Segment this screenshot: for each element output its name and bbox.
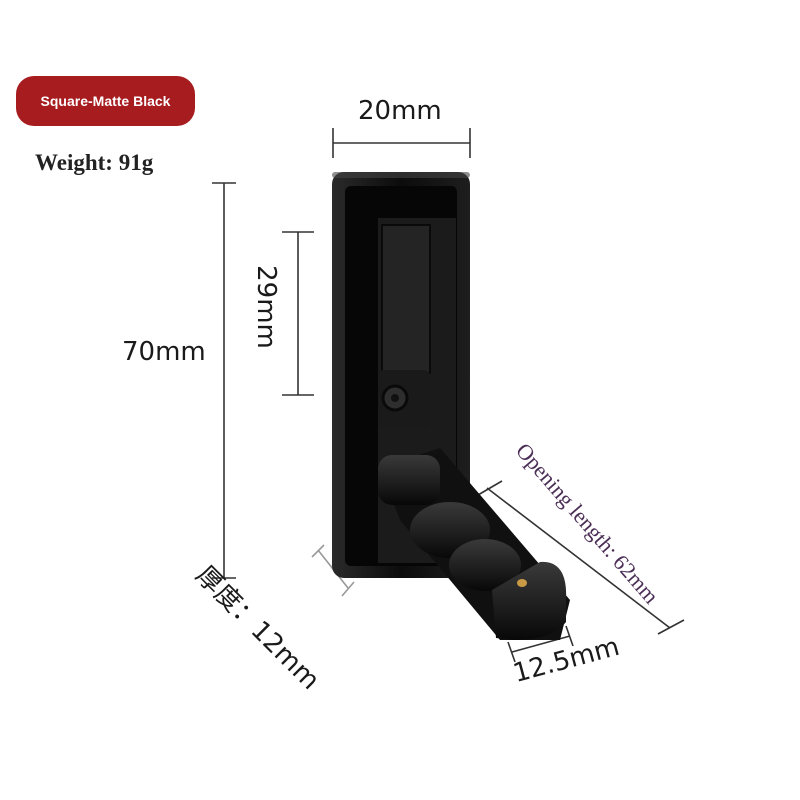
opening-dimension-line	[477, 480, 685, 635]
weight-label: Weight: 91g	[35, 150, 154, 175]
inner-slot-dimension-label: 29mm	[250, 265, 281, 349]
width-dimension-line	[332, 128, 471, 158]
height-dimension-line	[212, 182, 236, 579]
folding-arm	[378, 448, 570, 640]
inner-slot-dimension-line	[282, 231, 314, 396]
height-dimension-label: 70mm	[122, 337, 206, 367]
variant-badge: Square-Matte Black	[16, 76, 195, 126]
width-dimension-label: 20mm	[358, 96, 442, 126]
